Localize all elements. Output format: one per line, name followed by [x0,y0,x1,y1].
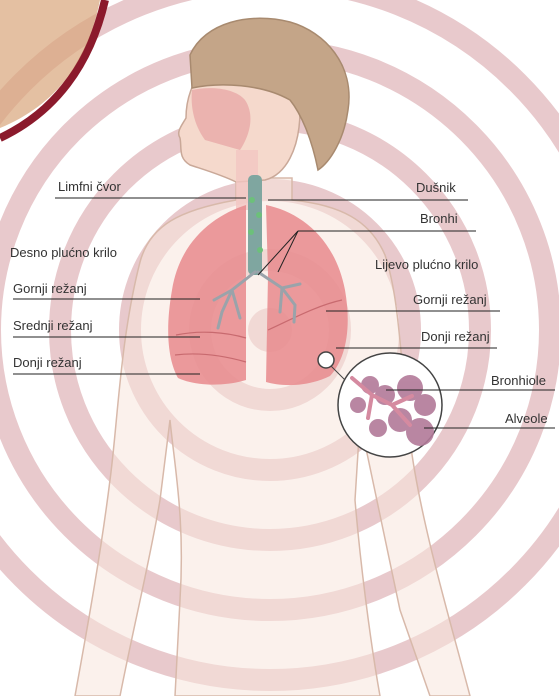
alveoli-label: Alveole [505,411,548,426]
bronchioles-label: Bronhiole [491,373,546,388]
trachea-label: Dušnik [416,180,456,195]
right-lower-lobe-label: Donji režanj [13,355,82,370]
left-upper-lobe-label: Gornji režanj [413,292,487,307]
trachea [248,175,263,275]
right-middle-lobe-label: Srednji režanj [13,318,93,333]
left-lung-label: Lijevo plućno krilo [375,257,478,272]
right-lung-label: Desno plućno krilo [10,245,117,260]
right-upper-lobe-label: Gornji režanj [13,281,87,296]
left-lower-lobe-label: Donji režanj [421,329,490,344]
bronchi-label: Bronhi [420,211,458,226]
lymph-node-label: Limfni čvor [58,179,121,194]
